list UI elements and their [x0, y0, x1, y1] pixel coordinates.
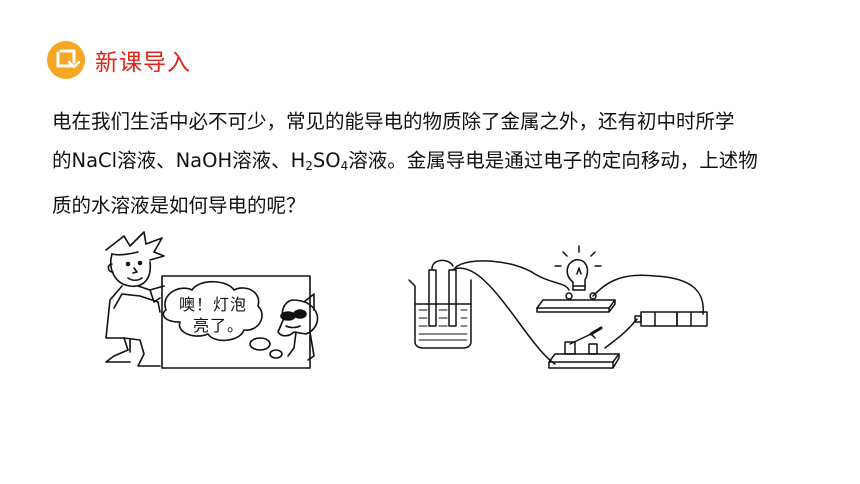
paragraph-line-1: 电在我们生活中必不可少，常见的能导电的物质除了金属之外，还有初中时所学: [52, 110, 735, 133]
subscript: 4: [340, 159, 349, 173]
paragraph-line-2: 的NaCl溶液、NaOH溶液、H2SO4溶液。金属导电是通过电子的定向移动，上述…: [52, 141, 822, 186]
subscript: 2: [305, 159, 313, 173]
cartoon-illustration: 噢！灯泡 亮了。: [100, 228, 332, 374]
paragraph-line-3: 质的水溶液是如何导电的呢？: [52, 194, 306, 217]
speech-bubble-text: 噢！灯泡 亮了。: [179, 294, 247, 336]
section-header: 新课导入: [46, 40, 191, 80]
text-segment: 的NaCl溶液、NaOH溶液、H: [52, 149, 306, 172]
circuit-diagram: [405, 244, 725, 380]
cartoon-boy-and-dog-image: [105, 231, 319, 369]
text-segment: SO: [312, 149, 341, 172]
refresh-badge-icon: [47, 41, 85, 79]
section-title: 新课导入: [95, 50, 191, 76]
intro-paragraph: 电在我们生活中必不可少，常见的能导电的物质除了金属之外，还有初中时所学 的NaC…: [52, 102, 822, 225]
conductivity-circuit-image: [408, 245, 708, 369]
bubble-line-2: 亮了。: [193, 316, 245, 335]
bubble-line-1: 噢！灯泡: [179, 295, 248, 314]
text-segment: 溶液。金属导电是通过电子的定向移动，上述物: [348, 149, 758, 172]
